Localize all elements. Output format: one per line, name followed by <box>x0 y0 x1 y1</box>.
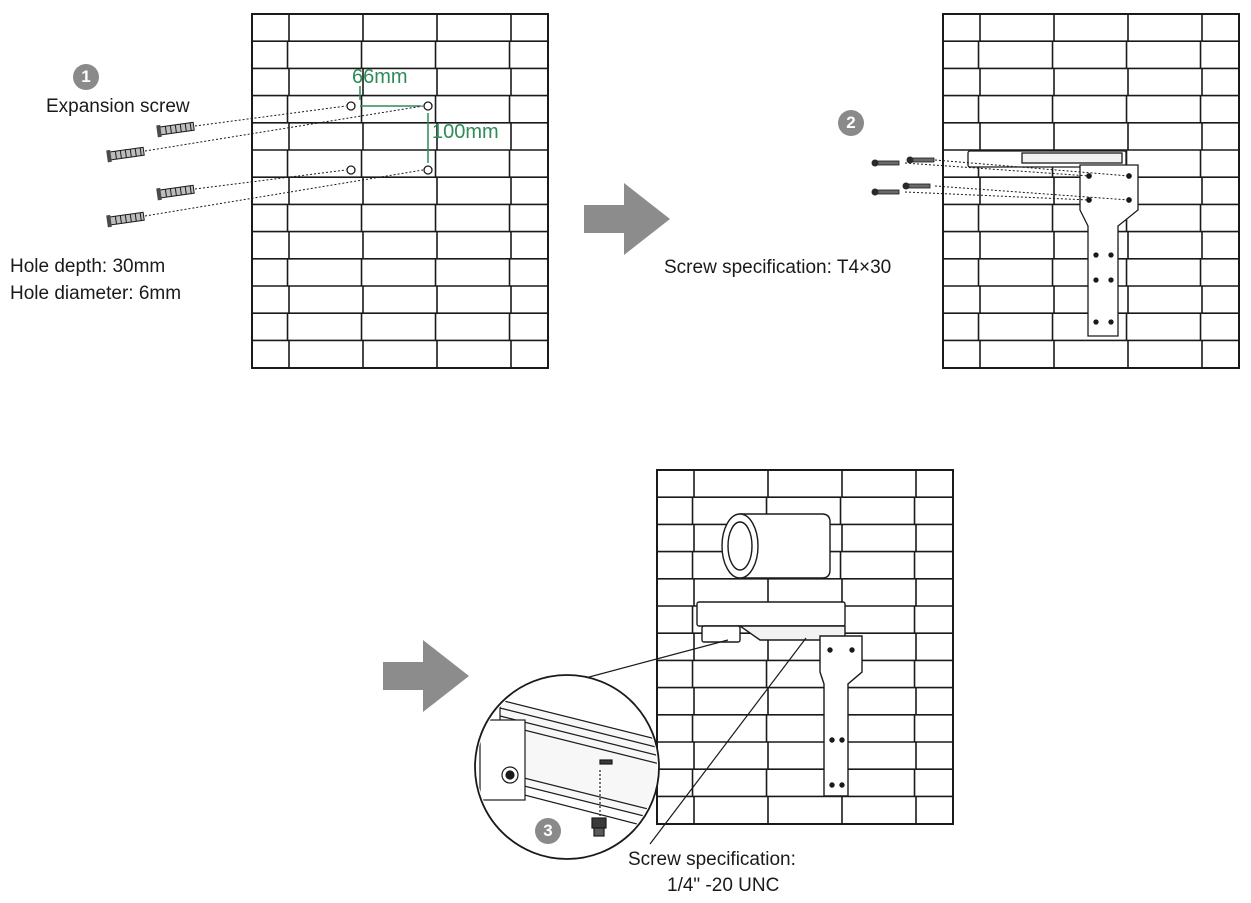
expansion-screw-label: Expansion screw <box>46 96 190 117</box>
mounting-holes <box>346 101 433 175</box>
wall-bracket-icon <box>967 150 1139 337</box>
hole-top-left <box>346 101 356 111</box>
screw-guide-lines-step2 <box>904 159 1130 201</box>
screw-spec-step2: Screw specification: T4×30 <box>664 257 892 278</box>
step-2-badge: 2 <box>838 110 864 136</box>
hole-top-right <box>423 101 433 111</box>
expansion-screws <box>106 121 195 228</box>
screw-guide-lines-step1 <box>144 105 424 217</box>
zoom-detail <box>479 699 657 837</box>
step-3-badge: 3 <box>535 818 561 844</box>
step-1-badge: 1 <box>73 64 99 90</box>
flow-arrow-icon <box>383 640 469 712</box>
hole-bottom-right <box>423 165 433 175</box>
hole-bottom-left <box>346 165 356 175</box>
camera-icon <box>696 513 863 797</box>
dimension-vertical: 100mm <box>432 121 499 143</box>
brick-wall-step1 <box>251 13 549 369</box>
screw-spec-step3-line2: 1/4" -20 UNC <box>667 875 780 896</box>
dimension-lines <box>359 86 429 163</box>
hole-depth-label: Hole depth: 30mm <box>10 256 166 277</box>
flow-arrow-icon <box>584 183 670 255</box>
screw-spec-step3-line1: Screw specification: <box>628 849 796 870</box>
dimension-horizontal: 66mm <box>352 66 408 88</box>
mounting-screws-step2 <box>871 156 935 196</box>
hole-diameter-label: Hole diameter: 6mm <box>10 283 182 304</box>
